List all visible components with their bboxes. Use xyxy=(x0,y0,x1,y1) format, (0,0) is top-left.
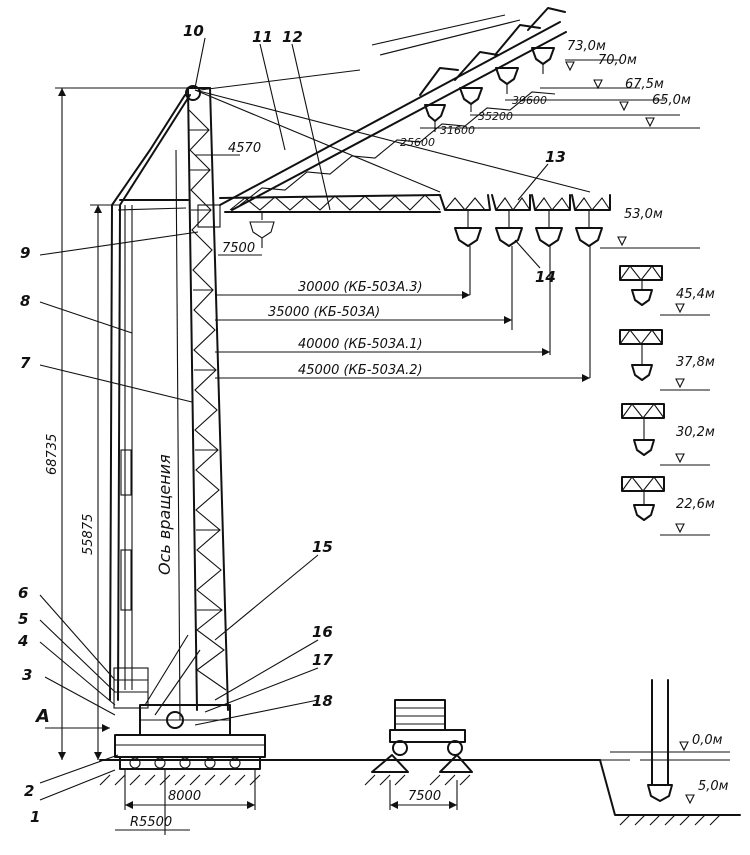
callout-11: 11 xyxy=(252,28,273,46)
reach-labels: 30000 (КБ-503А.3) 35000 (КБ-503А) 40000 … xyxy=(268,280,423,378)
level-label: 67,5м xyxy=(625,77,664,92)
tower xyxy=(175,87,229,721)
stays xyxy=(194,69,591,193)
callout-14: 14 xyxy=(535,268,556,286)
reach-label: 30000 (КБ-503А.3) xyxy=(298,280,423,295)
upper-jib-positions xyxy=(371,7,566,96)
callout-1: 1 xyxy=(30,808,40,826)
transport-truck xyxy=(371,699,473,810)
level-label: 30,2м xyxy=(676,425,715,440)
callout-7: 7 xyxy=(20,354,31,372)
callout-numbers: 1 2 3 4 5 6 7 8 9 10 11 12 13 14 15 16 1… xyxy=(17,22,566,826)
level-label: 73,0м xyxy=(567,39,606,54)
ground-level-label: 0,0м xyxy=(692,733,723,748)
level-label: 22,6м xyxy=(676,497,715,512)
height-total: 68735 xyxy=(45,434,60,475)
outer-trolleys xyxy=(439,194,611,378)
level-label: 45,4м xyxy=(676,287,715,302)
reach-lines xyxy=(215,291,590,382)
inclined-jib xyxy=(219,21,567,211)
height-dims xyxy=(45,87,262,760)
load-label: 39600 xyxy=(512,94,547,107)
pit-pile xyxy=(647,679,673,802)
head-sheave xyxy=(185,85,201,101)
side-jib-options xyxy=(619,265,665,521)
level-label: 70,0м xyxy=(598,53,637,68)
section-marker: A xyxy=(34,706,50,727)
callout-5: 5 xyxy=(18,610,28,628)
level-label: 65,0м xyxy=(652,93,691,108)
callout-16: 16 xyxy=(312,623,333,641)
callout-18: 18 xyxy=(312,692,333,710)
ground xyxy=(99,751,741,826)
callout-17: 17 xyxy=(312,651,333,669)
load-label: 25600 xyxy=(400,136,435,149)
reach-label: 40000 (КБ-503А.1) xyxy=(298,337,423,352)
callout-2: 2 xyxy=(24,782,34,800)
pit-level-label: 5,0м xyxy=(698,779,729,794)
callout-8: 8 xyxy=(20,292,30,310)
jib-level-label: 53,0м xyxy=(624,207,663,222)
callout-9: 9 xyxy=(20,244,30,262)
callout-12: 12 xyxy=(282,28,303,46)
tower-top-dim: 4570 xyxy=(228,141,261,156)
jib-offset-dim: 7500 xyxy=(222,241,255,256)
undercarriage xyxy=(114,704,266,835)
turning-radius: R5500 xyxy=(130,815,172,830)
level-lines xyxy=(420,59,710,805)
height-mid: 55875 xyxy=(81,514,96,555)
upper-hooks xyxy=(424,47,555,132)
track-width: 8000 xyxy=(168,789,201,804)
reach-label: 35000 (КБ-503А) xyxy=(268,305,380,320)
callout-15: 15 xyxy=(312,538,333,556)
truck-base: 7500 xyxy=(408,789,441,804)
callout-13: 13 xyxy=(545,148,566,166)
callout-3: 3 xyxy=(22,666,32,684)
level-label: 37,8м xyxy=(676,355,715,370)
strut xyxy=(109,94,201,716)
load-label: 31600 xyxy=(440,124,475,137)
callout-4: 4 xyxy=(17,632,28,650)
callout-10: 10 xyxy=(183,22,204,40)
inclined-load-labels: 25600 31600 35200 39600 xyxy=(400,94,547,149)
callout-6: 6 xyxy=(18,584,28,602)
leader-lines xyxy=(39,37,549,801)
top-level-labels: 73,0м 70,0м 67,5м 65,0м xyxy=(567,39,691,108)
rotation-axis-label: Ось вращения xyxy=(155,454,174,575)
side-level-labels: 45,4м 37,8м 30,2м 22,6м xyxy=(676,287,715,512)
reach-label: 45000 (КБ-503А.2) xyxy=(298,363,423,378)
load-label: 35200 xyxy=(478,110,513,123)
